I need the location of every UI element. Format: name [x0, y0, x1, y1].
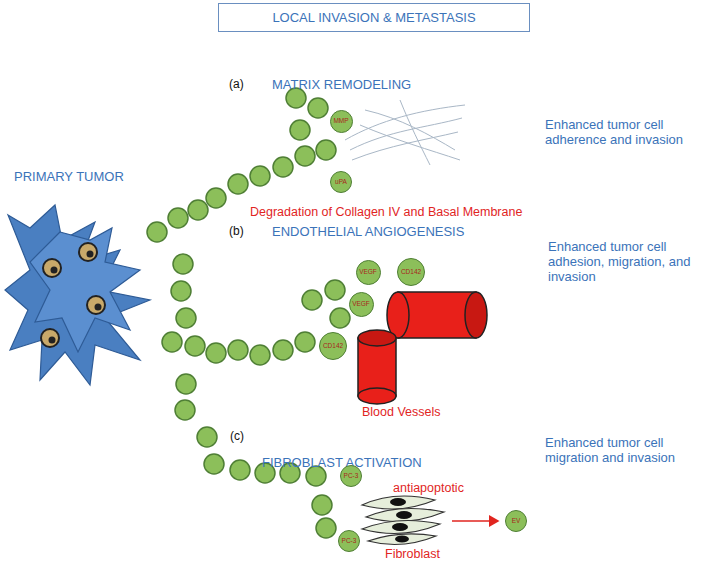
label: Blood Vessels [362, 405, 441, 419]
vesicle-dot [204, 454, 224, 474]
vesicle-dot [171, 281, 191, 301]
vesicle-dot [295, 146, 315, 166]
vesicle-dot [325, 280, 345, 300]
vesicle-dot [250, 166, 270, 186]
vesicle-dot [250, 345, 270, 365]
blood-vessels [358, 292, 487, 404]
vesicle-label: EV [512, 518, 521, 525]
vesicle-dot [295, 332, 315, 352]
vesicle-label: PC-3 [344, 473, 359, 480]
vesicle-dot [206, 188, 226, 208]
vesicle-label: CD142 [401, 269, 421, 276]
vesicle-label: uPA [335, 179, 347, 186]
label: Enhanced tumor cell adherence and invasi… [545, 118, 705, 148]
vesicle-dot [228, 340, 248, 360]
vesicle-dot [185, 336, 205, 356]
vesicle-dot [230, 460, 250, 480]
vesicle-dot [173, 254, 193, 274]
vesicle-circle: VEGF [349, 292, 374, 317]
vesicle-dot [175, 400, 195, 420]
vesicle-dot [273, 157, 293, 177]
vesicle-circle: uPA [330, 171, 352, 193]
vesicle-dot [168, 208, 188, 228]
vesicle-dot [228, 174, 248, 194]
vesicle-dot [308, 98, 328, 118]
label: Enhanced tumor cell adhesion, migration,… [548, 240, 708, 285]
title: LOCAL INVASION & METASTASIS [218, 3, 530, 32]
label: antiapoptotic [393, 481, 464, 495]
vesicle-dot [197, 427, 217, 447]
vesicle-dot [273, 340, 293, 360]
vesicle-dot [188, 200, 208, 220]
release-arrow [452, 520, 498, 522]
vesicle-label: MMP [333, 118, 348, 125]
fibroblast-nuclei [390, 498, 412, 543]
label: PRIMARY TUMOR [14, 170, 124, 185]
vesicle-circle: PC-3 [338, 530, 360, 552]
vesicle-circle: EV [505, 510, 527, 532]
vesicle-dot [302, 290, 322, 310]
vesicle-circle: CD142 [319, 332, 347, 360]
vesicle-dots [147, 88, 350, 538]
vesicle-dot [162, 332, 182, 352]
vesicle-dot [206, 343, 226, 363]
collagen-fibres [345, 100, 465, 165]
label: ENDOTHELIAL ANGIOGENESIS [272, 225, 464, 240]
vesicle-label: VEGF [359, 269, 377, 276]
label: Enhanced tumor cell migration and invasi… [545, 436, 705, 466]
vesicle-label: CD142 [323, 343, 343, 350]
label: (c) [230, 430, 244, 444]
label: Degradation of Collagen IV and Basal Mem… [250, 205, 522, 219]
vesicle-circle: VEGF [356, 260, 381, 285]
vesicle-dot [330, 308, 350, 328]
vesicle-dot [176, 308, 196, 328]
label: (a) [229, 78, 244, 92]
fibroblast-cells [362, 496, 444, 545]
label: Fibroblast [385, 547, 440, 561]
vesicle-circle: PC-3 [340, 465, 362, 487]
label: MATRIX REMODELING [272, 78, 411, 93]
vesicle-dot [316, 518, 336, 538]
vesicle-circle: CD142 [397, 258, 425, 286]
vesicle-dot [290, 120, 310, 140]
nuclei-core [49, 251, 102, 344]
vesicle-circle: MMP [330, 110, 353, 133]
nuclei [41, 243, 105, 347]
vesicle-dot [316, 140, 336, 160]
vesicle-label: VEGF [352, 301, 370, 308]
vesicle-dot [176, 374, 196, 394]
vesicle-dot [312, 495, 332, 515]
vesicle-dot [147, 222, 167, 242]
tumor-cells [5, 205, 150, 385]
label: (b) [229, 225, 244, 239]
vesicle-label: PC-3 [342, 538, 357, 545]
